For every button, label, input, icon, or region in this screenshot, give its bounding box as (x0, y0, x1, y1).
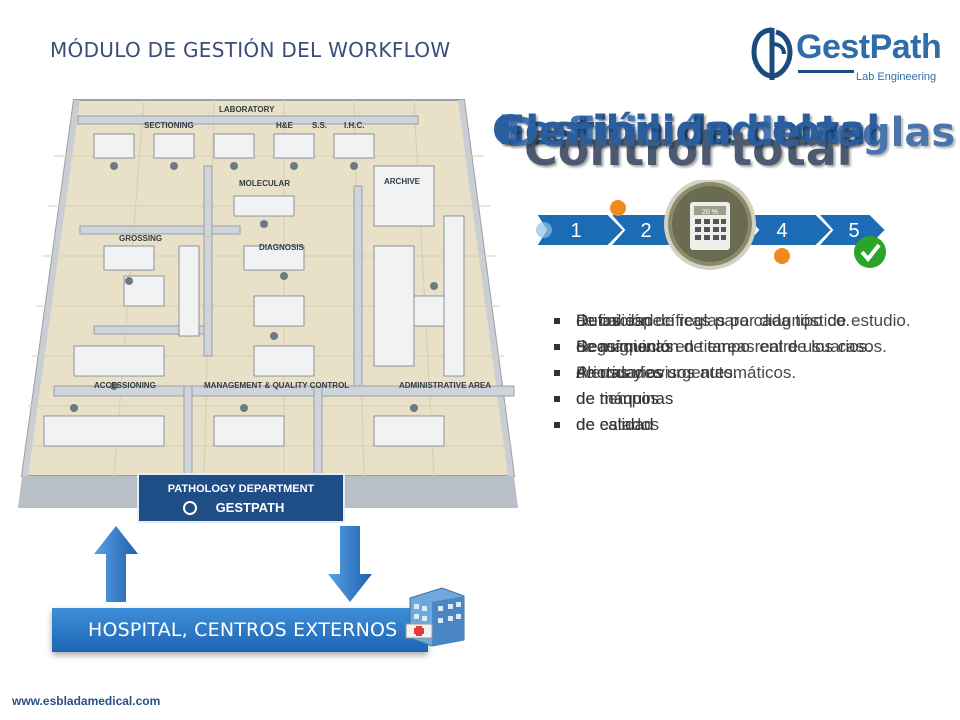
list-item: de calidad (552, 412, 673, 438)
step-number-5: 5 (848, 220, 859, 242)
list-item: Prioridades urgentes. (552, 360, 872, 386)
lab-floorplan: LABORATORY SECTIONING H&E S.S. I.H.C. MO… (14, 96, 524, 526)
footer-url[interactable]: www.esbladamedical.com (12, 694, 161, 708)
department-sign: PATHOLOGY DEPARTMENT GESTPATH (137, 473, 345, 523)
step-chevron-4 (741, 213, 834, 247)
area-label: DIAGNOSIS (259, 243, 305, 252)
department-sign-logo: GESTPATH (216, 500, 285, 515)
calculator-icon: 20 % (664, 178, 756, 270)
check-icon (854, 236, 886, 268)
bullet-list-reglas: Definición de reglas por diagnóstico. Re… (552, 308, 872, 386)
area-label: ADMINISTRATIVE AREA (399, 381, 491, 390)
area-label: GROSSING (119, 234, 162, 243)
bullet-list-bottom: de máquinas de calidad (552, 386, 673, 438)
logo-wordmark: GestPath (796, 28, 942, 66)
area-label: ARCHIVE (384, 177, 421, 186)
gestpath-logo: GestPath Lab Engineering (750, 20, 942, 90)
area-label: SECTIONING (144, 121, 194, 130)
list-item: de máquinas (552, 386, 673, 412)
step-number-4: 4 (776, 220, 787, 242)
slide-title: MÓDULO DE GESTIÓN DEL WORKFLOW (50, 38, 451, 62)
area-label: H&E (276, 121, 294, 130)
department-sign-title: PATHOLOGY DEPARTMENT (168, 483, 315, 495)
step-number-1: 1 (570, 220, 581, 242)
logo-subtitle: Lab Engineering (856, 71, 937, 83)
arrow-down-icon (328, 526, 372, 602)
calculator-display: 20 % (702, 209, 718, 216)
logo-underline (798, 70, 854, 73)
heading-colas: Gestión de colas (492, 108, 864, 154)
area-label: LABORATORY (219, 105, 275, 114)
bullet-list-rutas: Rutas específicas para cada tipo de estu… (552, 308, 911, 386)
heading-reglas: Definición de reglas (506, 110, 956, 156)
hospital-building-icon (405, 587, 465, 647)
area-label: S.S. (312, 121, 327, 130)
orange-marker-icon (610, 200, 626, 216)
heading-control: Control total (524, 122, 853, 176)
arrow-up-icon (94, 526, 138, 602)
list-item: Reasignación de tareas entre usuarios. (552, 334, 872, 360)
list-item: Definición de reglas por diagnóstico. (552, 308, 872, 334)
orange-marker-icon (774, 248, 790, 264)
area-label: MANAGEMENT & QUALITY CONTROL (204, 381, 349, 390)
area-label: MOLECULAR (239, 179, 290, 188)
area-label: I.H.C. (344, 121, 364, 130)
workflow-steps: 1 2 4 5 20 % (532, 178, 892, 280)
hospital-banner: HOSPITAL, CENTROS EXTERNOS (52, 608, 428, 652)
step-number-2: 2 (640, 220, 651, 242)
heading-flexibilidad: Flexibilidad total (498, 108, 881, 154)
area-label: ACCESSIONING (94, 381, 156, 390)
gestpath-logo-icon (751, 27, 793, 80)
